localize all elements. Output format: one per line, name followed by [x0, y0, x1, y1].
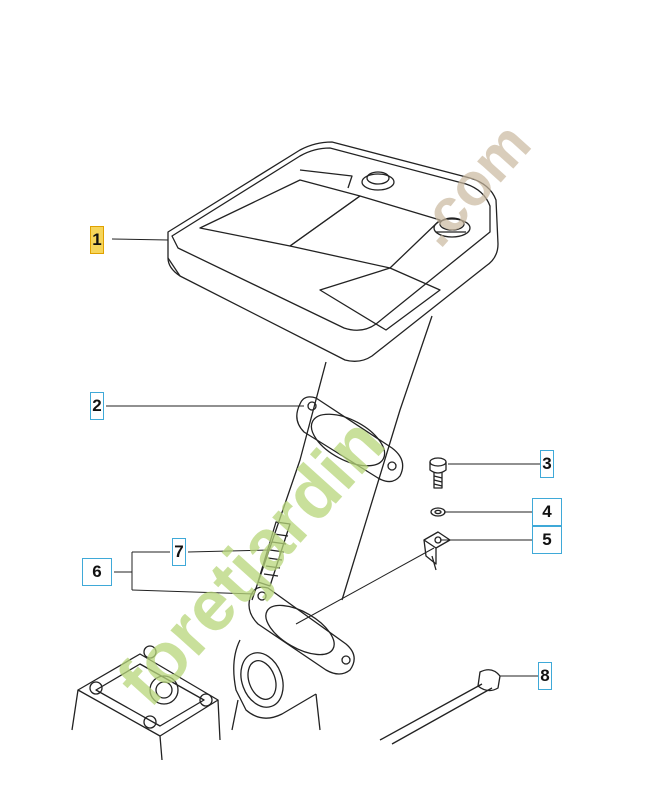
part-3-screw — [429, 457, 447, 489]
svg-text:foretjardin: foretjardin — [102, 403, 400, 721]
svg-text:.com: .com — [400, 110, 544, 259]
callout-1[interactable]: 1 — [90, 226, 104, 254]
callout-7[interactable]: 7 — [172, 538, 186, 566]
carburetor-body — [71, 645, 221, 761]
part-6-flange — [231, 586, 355, 731]
part-2-gasket — [296, 396, 404, 483]
leader-lines — [106, 238, 540, 677]
callout-3[interactable]: 3 — [540, 450, 554, 478]
callout-8[interactable]: 8 — [538, 662, 552, 690]
callout-2[interactable]: 2 — [90, 392, 104, 420]
callout-4[interactable]: 4 — [532, 498, 562, 526]
intake-tube — [251, 315, 433, 601]
part-7-stud — [257, 521, 291, 587]
callout-6[interactable]: 6 — [82, 558, 112, 586]
callout-5[interactable]: 5 — [532, 526, 562, 554]
part-8-bolt — [379, 669, 501, 745]
part-4-washer — [430, 507, 446, 517]
part-1-cover — [167, 141, 499, 362]
